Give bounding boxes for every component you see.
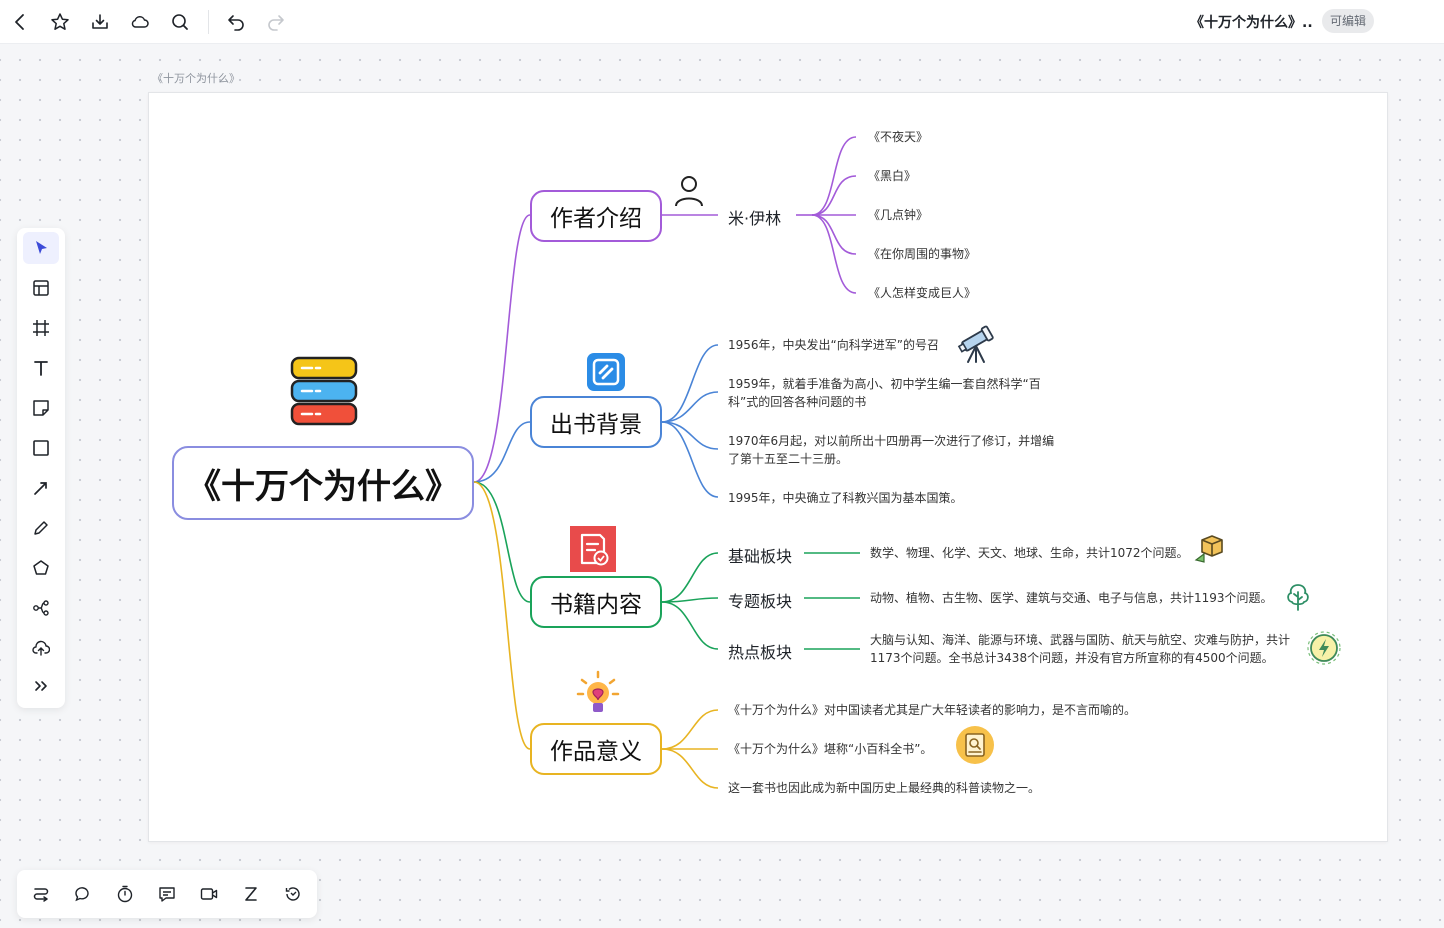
toolbar-divider: [208, 10, 209, 34]
branch-content[interactable]: 书籍内容: [530, 576, 662, 628]
cloud-icon[interactable]: [128, 10, 152, 34]
significance-item[interactable]: 《十万个为什么》堪称“小百科全书”。: [728, 742, 933, 756]
document-edit-icon: [586, 352, 626, 392]
background-item[interactable]: 1970年6月起，对以前所出十四册再一次进行了修订，并增编了第十五至二十三册。: [728, 434, 1055, 466]
report-icon: [570, 526, 616, 572]
branch-significance[interactable]: 作品意义: [530, 723, 662, 775]
energy-icon: [1306, 630, 1342, 666]
background-item[interactable]: 1995年，中央确立了科教兴国为基本国策。: [728, 491, 963, 505]
content-detail[interactable]: 动物、植物、古生物、医学、建筑与交通、电子与信息，共计1193个问题。: [870, 591, 1273, 605]
sleep-icon[interactable]: [239, 882, 263, 906]
author-work[interactable]: 《黑白》: [868, 169, 917, 183]
author-work[interactable]: 《在你周围的事物》: [868, 247, 977, 261]
tree-icon: [1284, 582, 1312, 612]
left-toolbar: [17, 228, 65, 708]
sticky-note-icon[interactable]: [23, 392, 59, 424]
content-section[interactable]: 专题板块: [728, 592, 793, 611]
branch-author[interactable]: 作者介绍: [530, 190, 662, 242]
more-icon[interactable]: [23, 670, 59, 702]
text-icon[interactable]: [23, 352, 59, 384]
top-toolbar: 《十万个为什么》... 可编辑: [0, 0, 1444, 44]
comment-icon[interactable]: [71, 882, 95, 906]
author-work[interactable]: 《人怎样变成巨人》: [868, 286, 977, 300]
content-section[interactable]: 热点板块: [728, 643, 793, 662]
significance-item[interactable]: 《十万个为什么》对中国读者尤其是广大年轻读者的影响力，是不言而喻的。: [728, 703, 1137, 717]
cube-icon: [1194, 532, 1226, 564]
timer-icon[interactable]: [113, 882, 137, 906]
frame-label[interactable]: 《十万个为什么》: [152, 72, 240, 85]
undo-icon[interactable]: [224, 10, 248, 34]
template-icon[interactable]: [23, 272, 59, 304]
telescope-icon: [956, 324, 996, 364]
shape-icon[interactable]: [23, 552, 59, 584]
history-icon[interactable]: [281, 882, 305, 906]
person-icon: [673, 174, 705, 208]
content-section[interactable]: 基础板块: [728, 547, 793, 566]
mindmap-icon[interactable]: [23, 592, 59, 624]
upload-icon[interactable]: [23, 632, 59, 664]
book-search-icon: [955, 725, 995, 765]
flow-icon[interactable]: [29, 882, 53, 906]
root-topic[interactable]: 《十万个为什么》: [172, 446, 474, 520]
bottom-toolbar: [17, 870, 317, 918]
search-icon[interactable]: [168, 10, 192, 34]
content-detail[interactable]: 大脑与认知、海洋、能源与环境、武器与国防、航天与航空、灾难与防护，共计1173个…: [870, 633, 1291, 665]
chat-icon[interactable]: [155, 882, 179, 906]
redo-icon[interactable]: [264, 10, 288, 34]
star-icon[interactable]: [48, 10, 72, 34]
content-detail[interactable]: 数学、物理、化学、天文、地球、生命，共计1072个问题。: [870, 546, 1189, 560]
editable-badge: 可编辑: [1322, 9, 1375, 33]
pen-icon[interactable]: [23, 512, 59, 544]
author-work[interactable]: 《几点钟》: [868, 208, 929, 222]
line-icon[interactable]: [23, 472, 59, 504]
lightbulb-icon: [574, 670, 622, 718]
download-icon[interactable]: [88, 10, 112, 34]
significance-item[interactable]: 这一套书也因此成为新中国历史上最经典的科普读物之一。: [728, 781, 1041, 795]
back-icon[interactable]: [8, 10, 32, 34]
video-icon[interactable]: [197, 882, 221, 906]
background-item[interactable]: 1959年，就着手准备为高小、初中学生编一套自然科学“百科”式的回答各种问题的书: [728, 377, 1041, 409]
select-icon[interactable]: [23, 232, 59, 264]
background-item[interactable]: 1956年，中央发出“向科学进军”的号召: [728, 338, 939, 352]
rectangle-icon[interactable]: [23, 432, 59, 464]
branch-background[interactable]: 出书背景: [530, 396, 662, 448]
author-work[interactable]: 《不夜天》: [868, 130, 929, 144]
frame-icon[interactable]: [23, 312, 59, 344]
document-title[interactable]: 《十万个为什么》...: [1190, 15, 1314, 31]
author-name[interactable]: 米·伊林: [728, 209, 782, 228]
books-icon: [288, 356, 360, 428]
